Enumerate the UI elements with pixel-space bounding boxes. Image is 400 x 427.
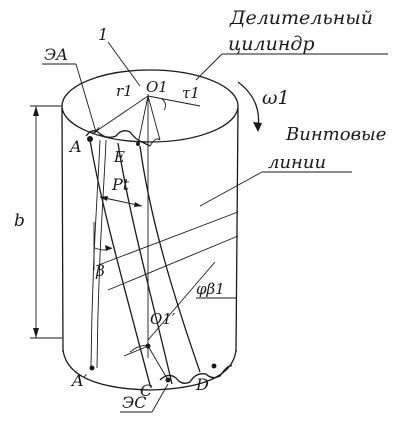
label-d: D [195,375,209,394]
label-callout-1: 1 [98,25,108,44]
o1-prime-marker [145,343,151,349]
callout-1-leader [107,41,141,87]
helix-line-3 [117,142,173,385]
e-a-leader [75,63,97,133]
beta-arrow [105,245,112,251]
label-helix-1: Винтовые [285,124,386,145]
label-a-prime: A′ [70,371,88,390]
label-pitch-cylinder-1: Делительный [229,7,373,29]
diagonal-unwrap-2 [107,235,239,291]
o1-prime-to-c [147,345,169,381]
omega-arrowhead [253,122,262,132]
label-e-a: ЭA [44,45,68,64]
diagonal-o1p-to-d [147,261,216,341]
tooth-band-right-edge [96,139,107,369]
radius-r1 [91,95,149,135]
point-a-marker [87,136,93,142]
o1-chord-line [147,95,161,141]
label-pitch-cylinder-2: цилиндр [228,33,315,55]
label-r1: r1 [116,82,133,100]
pitch-cylinder-leader [195,53,223,81]
pt-arrow-right [134,202,142,207]
o1-prime-radius [123,345,149,357]
label-pt: Pt [111,175,130,194]
label-o1: O1 [146,78,168,96]
label-tau1: τ1 [182,84,200,102]
tau1-arc [161,98,167,111]
o1-to-e-line [137,95,149,145]
label-e: E [113,148,125,166]
label-c: C [140,381,152,400]
o1-prime-arc [129,345,149,353]
label-e-c: ЭC [122,393,146,412]
point-d-marker [211,363,217,369]
dim-b-arrow-bottom [33,328,39,338]
cylinder-left-side [61,107,64,353]
dim-b-arrow-top [33,106,39,116]
radius-arrow [92,126,100,134]
tooth-profile-top-2 [149,138,161,147]
label-omega: ω1 [262,87,290,109]
diagonal-unwrap-1 [95,211,239,267]
label-phi: φβ1 [196,280,225,298]
helix-leader [199,171,263,207]
pt-arrow-left [100,196,108,201]
helix-line-2 [139,145,201,373]
label-b: b [14,211,25,231]
point-c-marker [165,377,171,383]
point-e-marker [136,142,140,146]
tooth-profile-top [85,130,151,147]
radius-tau [147,95,201,107]
point-a-prime-marker [89,365,95,371]
label-a: A [68,137,82,156]
tooth-band-left-edge [90,139,101,369]
helix-line-1 [89,139,151,386]
label-helix-2: линии [268,152,326,173]
omega-rotation-arrow [237,81,260,129]
label-o1-prime: O1′ [150,310,176,328]
cylinder-right-side [235,107,239,353]
tooth-profile-bottom [159,365,233,384]
e-c-leader [151,383,169,413]
pitch-cylinder-bottom-arc [62,349,237,391]
label-beta: β [95,262,105,280]
